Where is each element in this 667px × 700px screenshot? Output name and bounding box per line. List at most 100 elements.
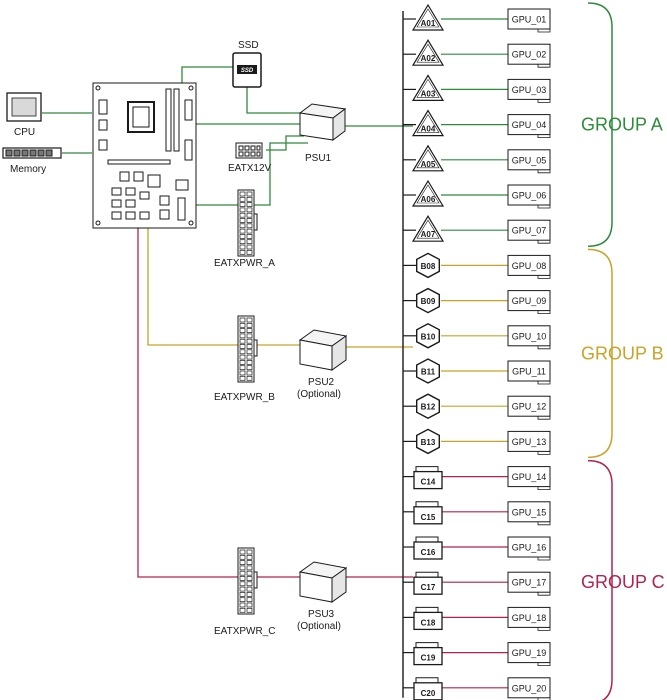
gpu-label: GPU_14 bbox=[512, 472, 547, 482]
connector-pin bbox=[246, 602, 253, 608]
connector-pin bbox=[239, 576, 246, 581]
connector-pin bbox=[239, 328, 246, 333]
triangle-inner bbox=[416, 8, 440, 28]
connector-latch bbox=[253, 339, 258, 357]
slot-card-tab bbox=[415, 606, 439, 613]
connector-pin bbox=[246, 597, 253, 603]
connector-pin bbox=[239, 344, 246, 349]
gpu-box-foot bbox=[537, 662, 551, 666]
triangle-inner bbox=[416, 78, 440, 98]
connector-pin bbox=[239, 218, 246, 223]
gpu-box-foot bbox=[537, 486, 551, 491]
gpu-box bbox=[507, 8, 551, 30]
gpu-label: GPU_04 bbox=[512, 120, 547, 130]
gpu-box-foot bbox=[537, 240, 551, 244]
gpu-box bbox=[507, 149, 551, 171]
gpu-box-foot bbox=[537, 134, 551, 139]
warning-triangle-icon bbox=[411, 39, 445, 66]
gpu-box bbox=[507, 395, 551, 417]
connector-label: C20 bbox=[421, 689, 436, 698]
psu1-box-icon bbox=[298, 103, 347, 141]
connector-label: A02 bbox=[421, 54, 436, 63]
gpu-box bbox=[507, 430, 551, 452]
connector-pin bbox=[246, 581, 253, 587]
gpu-box bbox=[507, 114, 551, 136]
connector-pin bbox=[239, 317, 246, 323]
psu2-label: PSU2 bbox=[308, 377, 335, 388]
slot-card-tab bbox=[415, 466, 439, 472]
group-bracket bbox=[587, 248, 613, 459]
connector-pin bbox=[239, 333, 246, 339]
connector-pin bbox=[239, 581, 246, 587]
eatx12v-label: EATX12V bbox=[228, 163, 271, 174]
connector-pin bbox=[239, 212, 246, 218]
slot-card-icon bbox=[413, 646, 443, 666]
connector-latch bbox=[253, 571, 258, 589]
connector-pin bbox=[239, 554, 246, 560]
connector-pin bbox=[246, 565, 253, 571]
connector-pin bbox=[246, 560, 253, 565]
connector-label: B10 bbox=[421, 332, 436, 341]
motherboard bbox=[92, 82, 197, 229]
gpu-row: A02 GPU_02 bbox=[403, 39, 551, 68]
connector-pin bbox=[239, 228, 246, 234]
gpu-box bbox=[507, 184, 551, 206]
ssd-chip-label: SSD bbox=[241, 68, 254, 74]
warning-triangle-icon bbox=[411, 144, 445, 172]
gpu-box bbox=[507, 571, 551, 593]
connector-label: B13 bbox=[421, 438, 436, 447]
gpu-box bbox=[507, 43, 551, 65]
gpu-label: GPU_20 bbox=[512, 683, 547, 693]
gpu-box bbox=[507, 325, 551, 347]
connector-pin bbox=[246, 328, 253, 333]
cpu-chip-icon bbox=[6, 92, 42, 122]
connector-pin bbox=[239, 191, 246, 197]
gpu-label: GPU_05 bbox=[512, 155, 547, 165]
connector-label: B08 bbox=[421, 262, 436, 271]
slot-card-icon bbox=[413, 541, 443, 560]
gpu-box bbox=[507, 219, 551, 241]
ssd-title: SSD bbox=[238, 40, 259, 51]
gpu-box bbox=[507, 642, 551, 664]
memory-stick-icon bbox=[2, 147, 62, 159]
group-bracket bbox=[587, 459, 613, 700]
warning-triangle-icon bbox=[411, 179, 445, 207]
gpu-box-foot bbox=[537, 64, 551, 68]
gpu-box-foot bbox=[537, 627, 551, 631]
gpu-label: GPU_12 bbox=[512, 402, 547, 412]
connector-pin bbox=[239, 560, 246, 565]
gpu-box bbox=[507, 78, 551, 100]
connector-pin bbox=[246, 333, 253, 339]
gpu-box-foot bbox=[537, 451, 551, 455]
connector-pin bbox=[239, 365, 246, 371]
dimm-slot bbox=[165, 88, 172, 152]
connector-label: A01 bbox=[421, 19, 436, 28]
connector-pin bbox=[246, 249, 253, 255]
gpu-label: GPU_02 bbox=[512, 50, 547, 60]
eatx12v-connector-icon bbox=[235, 142, 263, 159]
gpu-box-foot bbox=[537, 592, 551, 596]
connector-pin bbox=[246, 349, 253, 355]
gpu-box-foot bbox=[537, 521, 551, 526]
gpu-box-foot bbox=[537, 99, 551, 103]
dimm-slot bbox=[173, 88, 180, 152]
connector-pin bbox=[246, 554, 253, 560]
gpu-box bbox=[507, 466, 551, 488]
gpu-label: GPU_08 bbox=[512, 261, 547, 271]
gpu-box-foot bbox=[537, 310, 551, 315]
connector-pin bbox=[246, 354, 253, 360]
psu2-box-icon bbox=[298, 329, 348, 371]
connector-pin bbox=[246, 549, 253, 555]
pcie-slot bbox=[107, 159, 171, 165]
psu1-label: PSU1 bbox=[305, 153, 332, 164]
connector-pin bbox=[246, 202, 253, 207]
triangle-inner bbox=[416, 219, 440, 239]
gpu-box-foot bbox=[537, 416, 551, 420]
eatxpwr-b-connector-icon bbox=[237, 315, 258, 383]
gpu-row: C20 GPU_20 bbox=[403, 677, 551, 700]
memory-label: Memory bbox=[10, 164, 46, 175]
connector-pin bbox=[239, 549, 246, 555]
